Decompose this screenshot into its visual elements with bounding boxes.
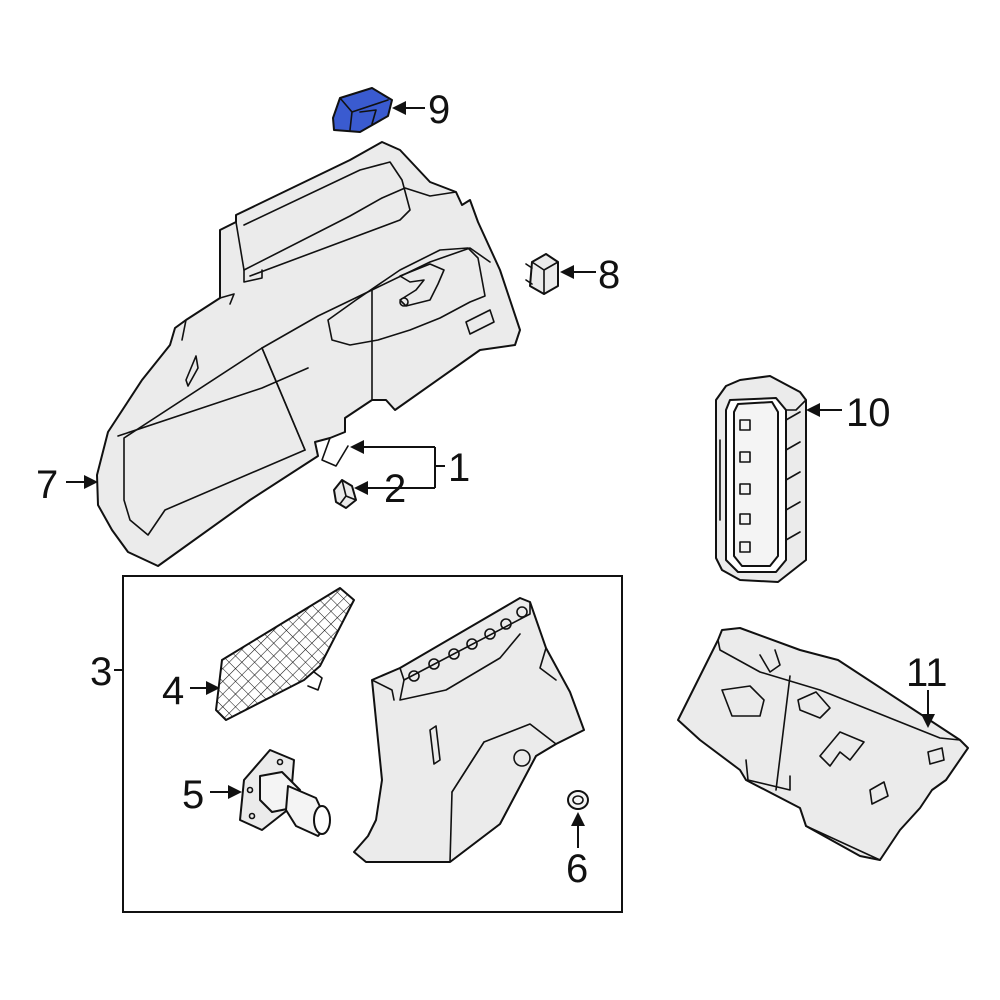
callout-6: 6 (566, 847, 588, 891)
callout-11: 11 (906, 651, 948, 695)
kit-frame (122, 575, 623, 913)
part-6-grommet[interactable] (567, 790, 589, 810)
part-2-clip[interactable] (333, 479, 357, 509)
part-11-module-bracket[interactable] (677, 627, 969, 861)
part-8-retainer[interactable] (525, 253, 559, 295)
quarter-trim-panel[interactable] (96, 141, 521, 567)
callout-9: 9 (428, 88, 450, 132)
callout-10: 10 (846, 391, 891, 435)
part-10-switch-panel[interactable] (715, 375, 807, 583)
callout-4: 4 (162, 669, 184, 713)
part-9-clip[interactable] (332, 87, 393, 133)
part-5-socket[interactable] (239, 749, 331, 837)
callout-labels: 9 8 10 1 2 7 3 4 5 6 11 (36, 88, 948, 891)
part-3-storage-panel[interactable] (353, 597, 585, 863)
callout-2: 2 (384, 467, 406, 511)
callout-8: 8 (598, 253, 620, 297)
callout-1: 1 (448, 446, 470, 490)
callout-5: 5 (182, 773, 204, 817)
part-4-net[interactable] (215, 587, 355, 721)
callout-7: 7 (36, 463, 58, 507)
callout-3: 3 (90, 650, 112, 694)
callout-leaders (66, 101, 935, 848)
